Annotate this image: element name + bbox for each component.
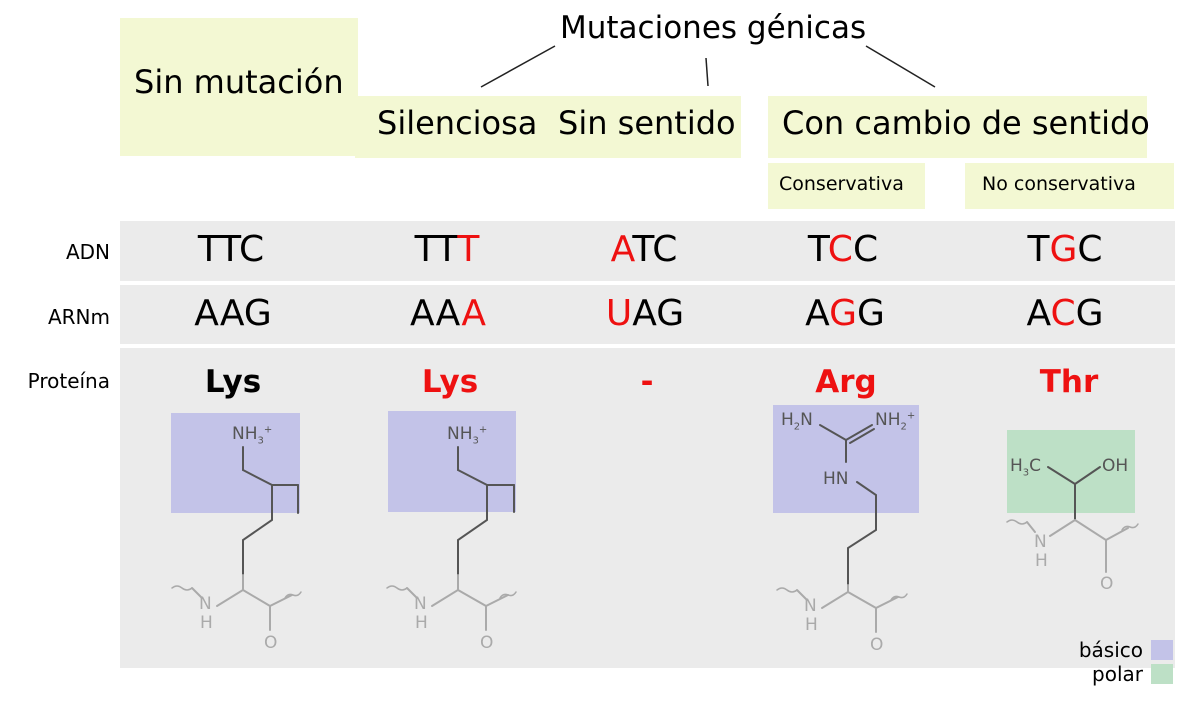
polar-highlight-thr — [1007, 430, 1135, 513]
label-silent: Silenciosa — [377, 104, 538, 142]
row-bg-mrna — [120, 285, 1175, 344]
legend-basic-label: básico — [1078, 638, 1143, 662]
mrna-codon: AGG — [805, 293, 885, 334]
label-no-mutation: Sin mutación — [134, 63, 344, 101]
arg-hn-label: HN — [823, 469, 849, 489]
arginine-structure — [776, 424, 908, 633]
thr-o-label: O — [1100, 574, 1114, 594]
arg-h2n-label: H2N — [781, 410, 813, 433]
lys-h-label: H — [415, 613, 428, 633]
arg-o-label: O — [870, 635, 884, 655]
legend-basic-swatch — [1151, 640, 1173, 660]
mrna-codon: AAA — [410, 293, 486, 334]
lys-o-label: O — [480, 633, 494, 653]
amino-acid: - — [640, 364, 654, 400]
header-box-no-mutation — [120, 18, 358, 156]
thr-h3c-label: H3C — [1010, 456, 1042, 479]
row-label-mrna: ARNm — [47, 305, 110, 329]
amino-acid: Lys — [204, 364, 262, 400]
legend-polar-swatch — [1151, 664, 1173, 684]
lys-nh3-label: NH3+ — [232, 424, 273, 447]
lys-o-label: O — [264, 633, 278, 653]
legend-polar-label: polar — [1092, 662, 1143, 686]
thr-oh-label: OH — [1102, 456, 1129, 476]
label-nonconservative: No conservativa — [982, 173, 1136, 195]
amino-acid: Thr — [1039, 364, 1099, 400]
lys-h-label: H — [200, 613, 213, 633]
arg-n-label: N — [804, 596, 817, 616]
label-missense: Con cambio de sentido — [782, 104, 1150, 142]
lys-n-label: N — [414, 594, 427, 614]
mrna-codon: ACG — [1026, 293, 1104, 334]
basic-highlight-lys — [171, 413, 300, 513]
dna-codon: TGC — [1027, 229, 1103, 270]
header-box-silent-nonsense — [355, 96, 741, 158]
lysine-structure-silent — [386, 446, 517, 631]
thr-h-label: H — [1035, 551, 1048, 571]
arg-h-label: H — [805, 615, 818, 635]
label-nonsense: Sin sentido — [558, 104, 736, 142]
row-bg-dna — [120, 221, 1175, 281]
amino-acid: Lys — [421, 364, 479, 400]
dna-codon: TTT — [414, 229, 480, 270]
lys-nh3-label: NH3+ — [447, 424, 488, 447]
lysine-structure — [171, 446, 302, 631]
row-label-protein: Proteína — [27, 369, 110, 393]
mrna-codon: UAG — [605, 293, 685, 334]
header-box-nonconservative — [965, 163, 1174, 209]
dna-codon: TTC — [197, 229, 265, 270]
basic-highlight-lys-silent — [388, 411, 516, 512]
arg-nh2-label: NH2+ — [875, 410, 916, 433]
dna-codon: ATC — [610, 229, 678, 270]
dna-codon: TCC — [807, 229, 879, 270]
thr-n-label: N — [1034, 532, 1047, 552]
threonine-structure — [1006, 466, 1139, 573]
row-label-dna: ADN — [65, 240, 110, 264]
mutations-title: Mutaciones génicas — [560, 10, 867, 46]
header-box-missense — [768, 96, 1147, 158]
lys-n-label: N — [199, 594, 212, 614]
mrna-codon: AAG — [194, 293, 272, 334]
label-conservative: Conservativa — [779, 173, 904, 195]
amino-acid: Arg — [815, 364, 877, 400]
header-box-conservative — [768, 163, 925, 209]
